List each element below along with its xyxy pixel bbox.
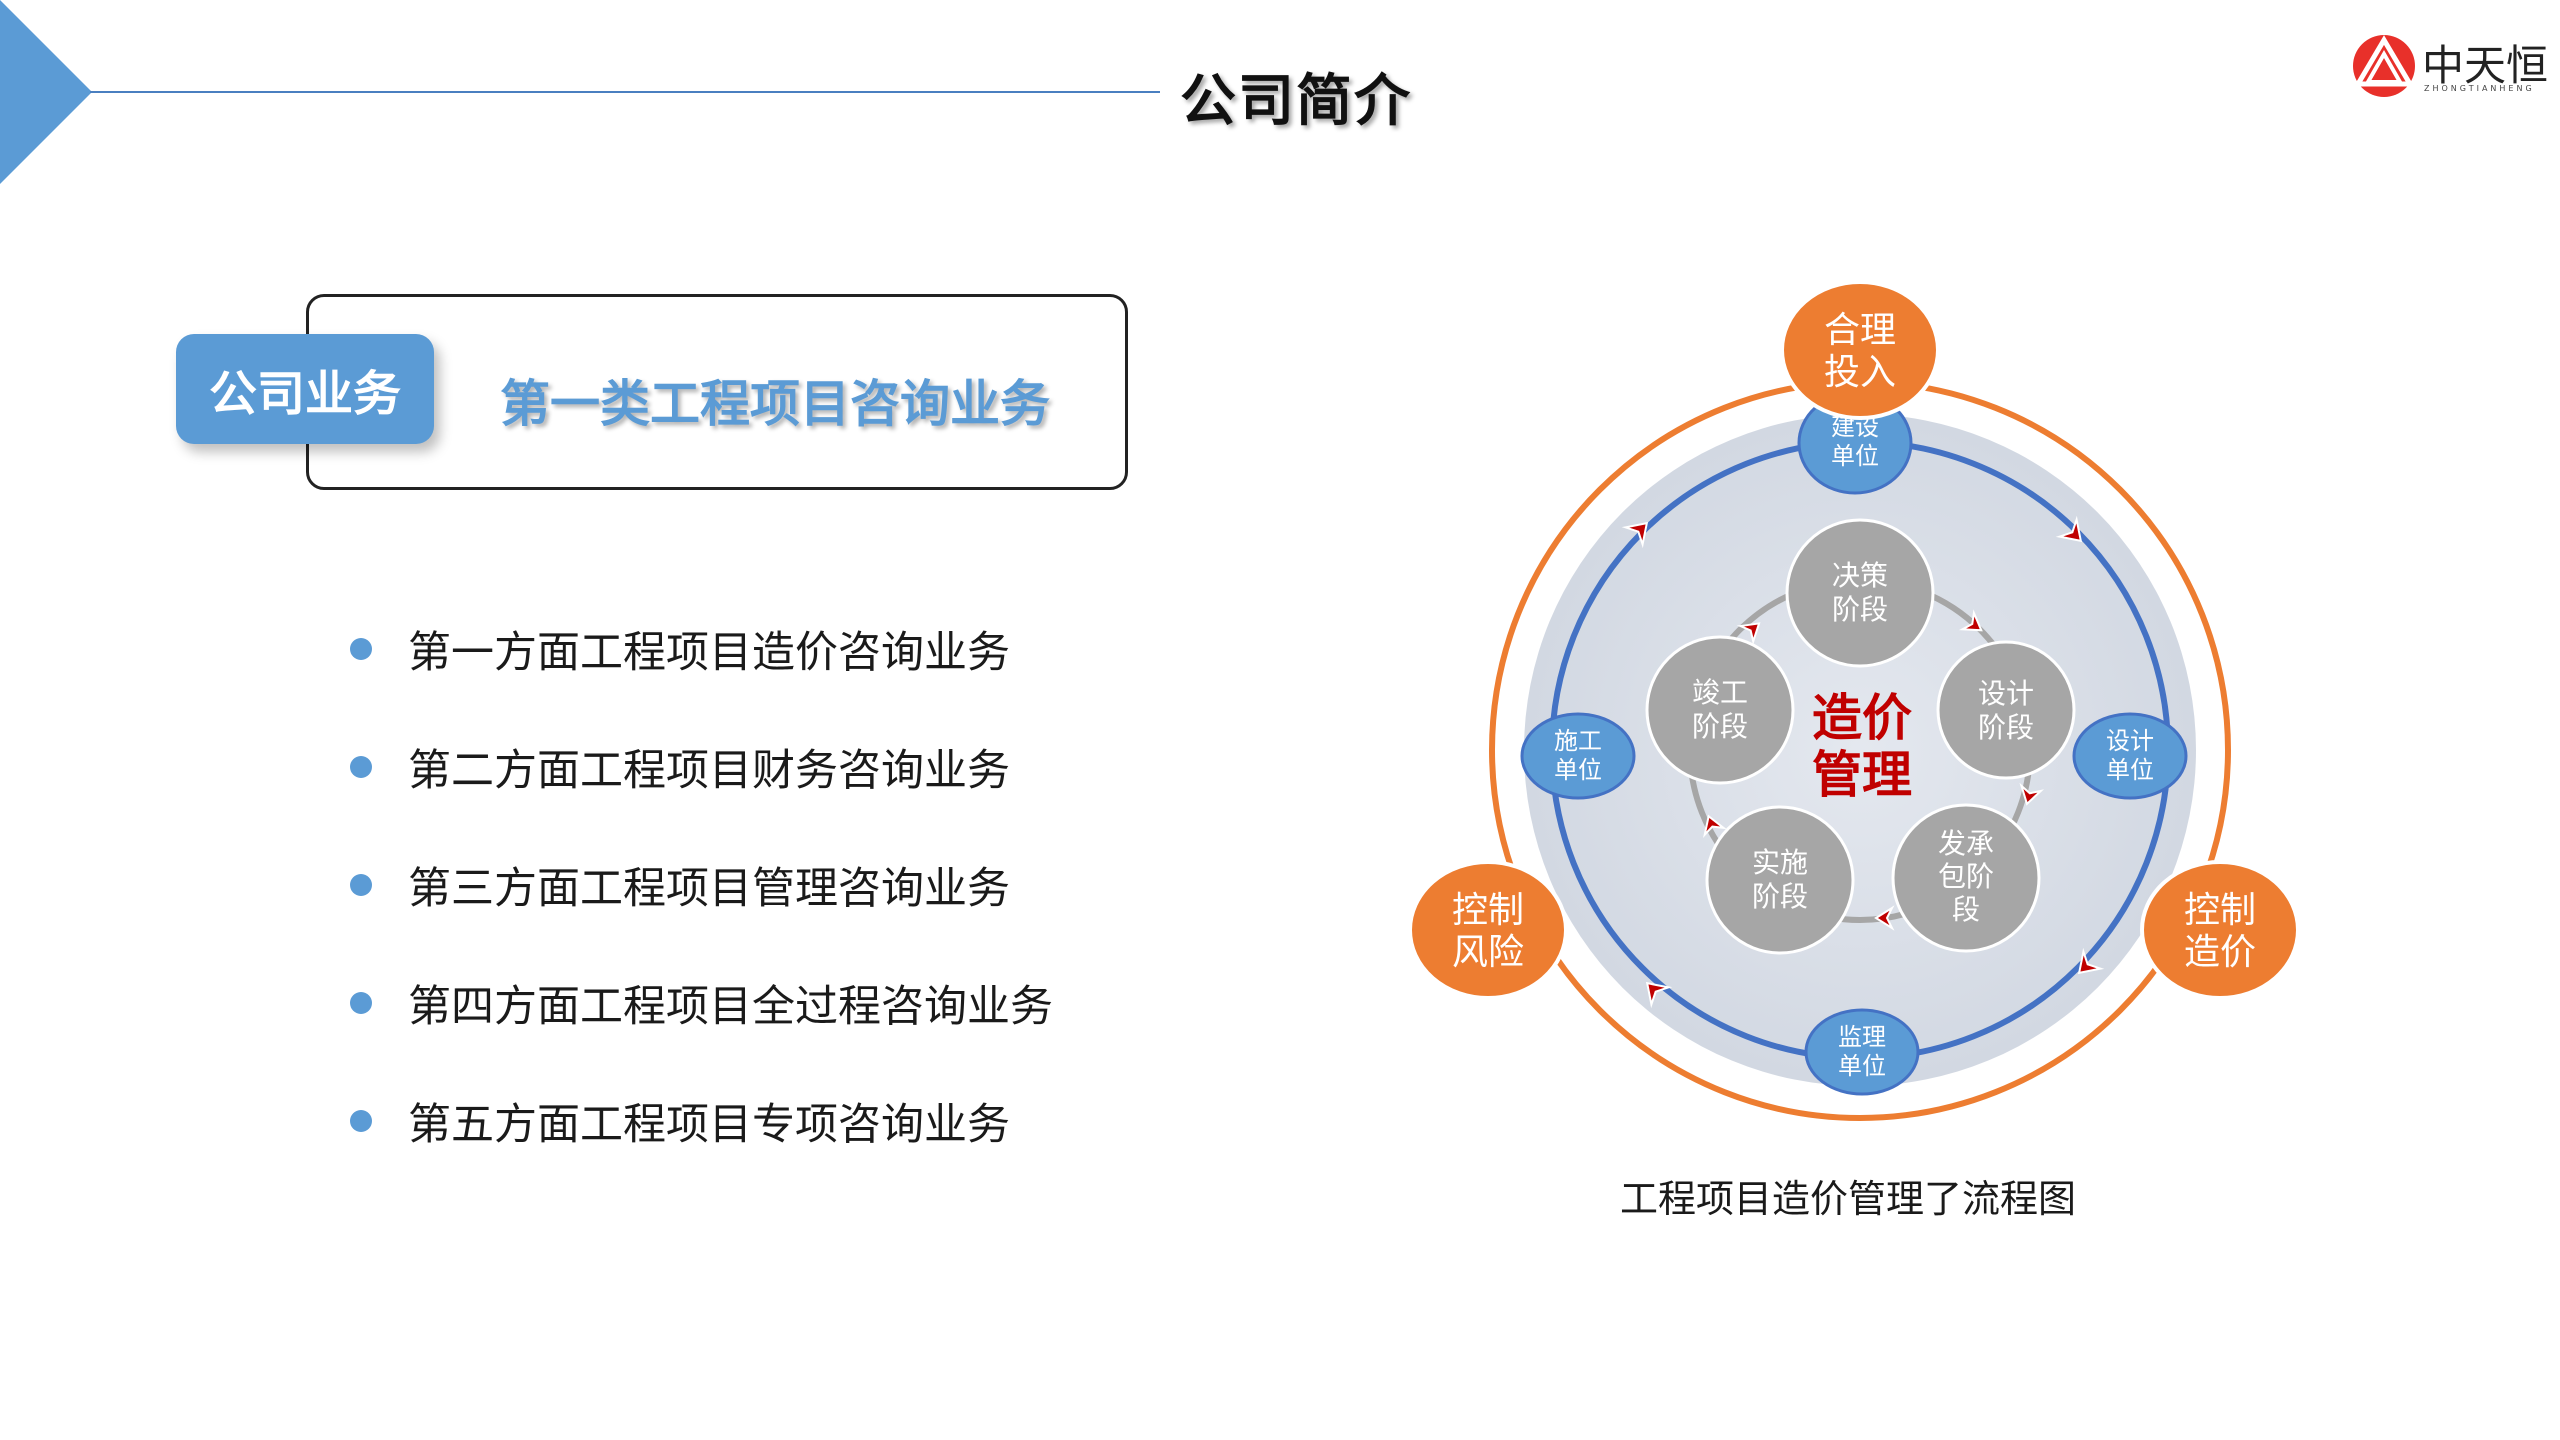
goal-reasonable-investment: 合理 投入 <box>1780 280 1940 420</box>
service-label: 第三方面工程项目管理咨询业务 <box>408 864 1010 914</box>
service-label: 第五方面工程项目专项咨询业务 <box>408 1100 1010 1150</box>
business-tag: 公司业务 <box>176 334 434 444</box>
bullet-dot-icon <box>350 756 372 778</box>
stage-contracting-line1: 发承 <box>1938 827 1994 860</box>
unit-top-line2: 单位 <box>1831 442 1879 470</box>
unit-bottom-line2: 单位 <box>1838 1052 1886 1080</box>
service-item: 第五方面工程项目专项咨询业务 <box>350 1062 1053 1180</box>
service-item: 第二方面工程项目财务咨询业务 <box>350 708 1053 826</box>
stage-decision: 决策 阶段 <box>1785 518 1935 668</box>
unit-supervisor: 监理 单位 <box>1804 1008 1920 1096</box>
stage-design: 设计 阶段 <box>1936 640 2076 780</box>
business-title: 第一类工程项目咨询业务 <box>500 375 1050 433</box>
service-item: 第三方面工程项目管理咨询业务 <box>350 826 1053 944</box>
header-divider-line <box>90 91 1160 93</box>
service-label: 第二方面工程项目财务咨询业务 <box>408 746 1010 796</box>
bullet-dot-icon <box>350 1110 372 1132</box>
arrow-chevron-icon <box>2019 782 2045 806</box>
unit-right-line1: 设计 <box>2106 727 2154 755</box>
business-frame <box>306 294 1128 490</box>
stage-completion: 竣工 阶段 <box>1645 635 1795 785</box>
stage-decision-line2: 阶段 <box>1832 593 1888 626</box>
page-title: 公司简介 <box>1180 69 1412 134</box>
goal-right-line1: 控制 <box>2184 890 2256 931</box>
stage-implementation-line2: 阶段 <box>1752 880 1808 913</box>
goal-right-line2: 造价 <box>2184 932 2256 973</box>
unit-right-line2: 单位 <box>2106 756 2154 784</box>
arrow-chevron-icon <box>2055 515 2083 543</box>
unit-bottom-line1: 监理 <box>1838 1023 1886 1051</box>
bullet-dot-icon <box>350 638 372 660</box>
diagram-caption: 工程项目造价管理了流程图 <box>1620 1177 2077 1221</box>
goal-top-line2: 投入 <box>1824 352 1896 393</box>
stage-decision-line1: 决策 <box>1832 559 1888 592</box>
bullet-dot-icon <box>350 874 372 896</box>
arrow-chevron-icon <box>1736 622 1761 646</box>
arrow-chevron-icon <box>2077 947 2105 975</box>
service-item: 第四方面工程项目全过程咨询业务 <box>350 944 1053 1062</box>
arrow-chevron-icon <box>1621 521 1649 549</box>
arrow-chevron-icon <box>1958 609 1983 632</box>
cost-management-diagram: 决策 阶段 设计 阶段 发承 包阶 段 实施 阶段 竣工 阶段 造价 管理 建设… <box>1408 280 2300 1121</box>
unit-contractor: 施工 单位 <box>1520 712 1636 800</box>
logo-subtitle: ZHONGTIANHENG <box>2424 84 2535 93</box>
goal-control-risk: 控制 风险 <box>1408 860 1568 1000</box>
unit-construction-owner: 建设 单位 <box>1797 391 1913 495</box>
company-logo-icon <box>2353 35 2415 97</box>
unit-left-line1: 施工 <box>1554 727 1602 755</box>
goal-left-line2: 风险 <box>1452 932 1524 973</box>
goal-top-line1: 合理 <box>1824 310 1896 351</box>
arrow-chevron-icon <box>1874 905 1895 931</box>
logo-text: 中天恒 <box>2422 41 2549 90</box>
blue-ring-arrows <box>1621 515 2105 1009</box>
service-item: 第一方面工程项目造价咨询业务 <box>350 590 1053 708</box>
service-label: 第四方面工程项目全过程咨询业务 <box>408 982 1053 1032</box>
stage-contracting-line2: 包阶 <box>1938 860 1994 893</box>
stage-contracting-line3: 段 <box>1952 893 1980 926</box>
center-title-line2: 管理 <box>1812 746 1912 804</box>
bullet-dot-icon <box>350 992 372 1014</box>
goal-control-cost: 控制 造价 <box>2140 860 2300 1000</box>
stage-contracting: 发承 包阶 段 <box>1891 803 2041 953</box>
unit-designer: 设计 单位 <box>2072 712 2188 800</box>
unit-left-line2: 单位 <box>1554 756 1602 784</box>
service-list: 第一方面工程项目造价咨询业务 第二方面工程项目财务咨询业务 第三方面工程项目管理… <box>350 590 1053 1180</box>
stage-implementation: 实施 阶段 <box>1705 805 1855 955</box>
stage-ring-arrows <box>1702 609 2045 931</box>
stage-design-line1: 设计 <box>1978 677 2034 710</box>
stage-completion-line2: 阶段 <box>1692 710 1748 743</box>
stage-implementation-line1: 实施 <box>1752 846 1808 879</box>
stage-design-line2: 阶段 <box>1978 711 2034 744</box>
service-label: 第一方面工程项目造价咨询业务 <box>408 628 1010 678</box>
corner-accent-triangle <box>0 0 92 184</box>
arrow-chevron-icon <box>1702 814 1727 838</box>
stage-completion-line1: 竣工 <box>1692 676 1748 709</box>
goal-left-line1: 控制 <box>1452 890 1524 931</box>
arrow-chevron-icon <box>1645 981 1673 1009</box>
center-title-line1: 造价 <box>1812 689 1912 747</box>
